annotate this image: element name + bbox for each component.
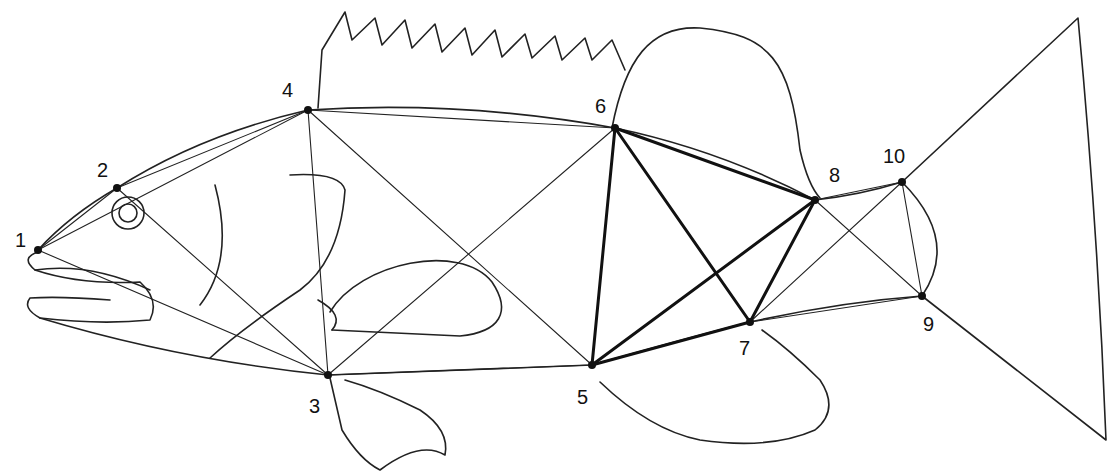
- jaw-outline: [28, 252, 154, 322]
- callout-number: 5: [576, 387, 589, 407]
- pectoral-fin: [318, 300, 336, 330]
- soft-dorsal-fin: [612, 28, 820, 198]
- callout-number: 8: [828, 165, 841, 185]
- pelvic-fin: [330, 378, 446, 470]
- truss-lines: [38, 110, 922, 375]
- callout-number: 10: [882, 146, 906, 166]
- callout-number: 6: [594, 96, 607, 116]
- landmark-dots: [34, 106, 926, 379]
- spiny-dorsal-fin: [318, 12, 625, 108]
- callout-number: 1: [14, 230, 27, 250]
- callout-number: 3: [308, 396, 321, 416]
- callout-number: 2: [96, 160, 109, 180]
- eye: [112, 197, 144, 229]
- jaw-outline: [35, 268, 150, 290]
- anal-fin: [600, 330, 829, 443]
- callout-number: 7: [738, 338, 751, 358]
- tail-fin: [902, 182, 937, 296]
- body-outline: [38, 107, 902, 250]
- truss-bold-lines: [592, 128, 815, 365]
- pectoral-fin: [330, 261, 502, 336]
- callout-number: 9: [922, 314, 935, 334]
- tail-fin: [902, 18, 1106, 440]
- gill-cover: [200, 185, 222, 305]
- callout-number: 4: [281, 80, 294, 100]
